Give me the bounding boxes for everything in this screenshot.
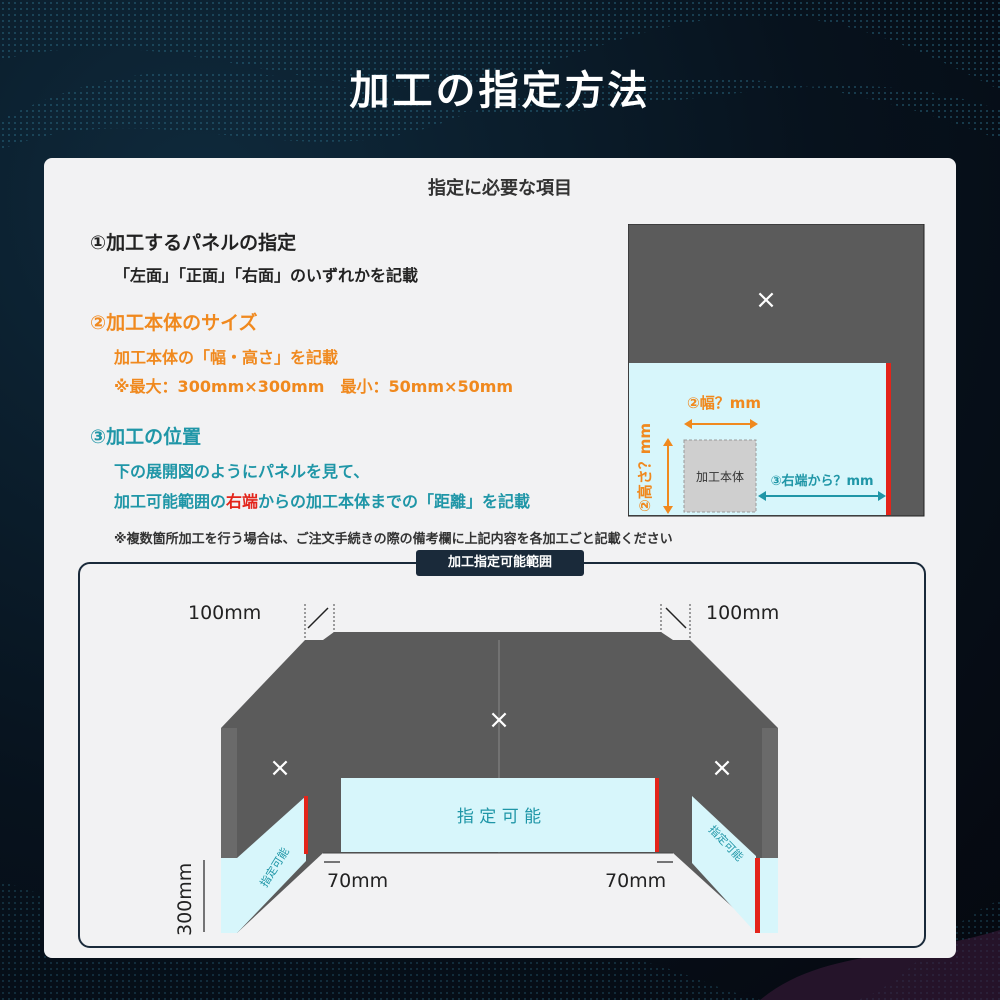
item3-text-2: 加工可能範囲の右端からの加工本体までの「距離」を記載: [114, 488, 530, 512]
front-right-edge-marker: [655, 778, 659, 852]
top-left-dim-arrow: [307, 607, 329, 629]
example-distance-arrowhead-left: [758, 491, 766, 501]
right-allowed-area: [692, 796, 756, 933]
front-allowed-label: 指 定 可 能: [457, 807, 541, 827]
example-body-label: 加工本体: [696, 470, 744, 484]
example-width-label: ②幅？mm: [687, 394, 761, 412]
front-allowed-area: [341, 778, 655, 852]
processing-range-label: 加工指定可能範囲: [416, 550, 584, 576]
example-diagram: × ②幅？mm 加工本体 ②高さ？mm ③右端から？mm: [628, 224, 925, 517]
top-left-dim-label: 100mm: [188, 602, 261, 624]
bottom-left-dim-label: 70mm: [327, 870, 388, 892]
example-x-mark: ×: [755, 285, 777, 315]
item3-text-2-red: 右端: [226, 492, 259, 511]
top-right-dim-arrow: [665, 607, 687, 629]
item2-text-1: 加工本体の「幅・高さ」を記載: [114, 348, 339, 367]
left-right-edge-marker: [304, 796, 308, 854]
left-x-mark: ×: [269, 753, 291, 783]
multiple-processing-note: ※複数箇所加工を行う場合は、ご注文手続きの際の備考欄に上記内容を各加工ごと記載く…: [114, 532, 673, 547]
item2-text-2: ※最大：300mm×300mm 最小：50mm×50mm: [114, 377, 514, 396]
item3-text-2b: からの加工本体までの「距離」を記載: [258, 492, 531, 511]
content-card: 指定に必要な項目 ①加工するパネルの指定 「左面」「正面」「右面」のいずれかを記…: [44, 158, 956, 958]
page-title: 加工の指定方法: [349, 68, 651, 114]
left-allowed-area: [237, 796, 306, 933]
example-width-arrowhead-left: [684, 419, 692, 429]
bottom-right-dim-label: 70mm: [605, 870, 666, 892]
item2-title: ②加工本体のサイズ: [90, 312, 258, 334]
item1-title: ①加工するパネルの指定: [90, 232, 297, 254]
example-body-box: [683, 439, 757, 513]
right-x-mark: ×: [711, 753, 733, 783]
right-right-edge-marker: [755, 858, 760, 933]
height-dim-label: 300mm: [174, 863, 196, 936]
example-height-arrowhead-bottom: [663, 506, 673, 514]
card-subtitle: 指定に必要な項目: [428, 178, 572, 199]
range-diagram: 100mm 100mm × 指定可能 × 指 定 可 能 × 指定可能 70m: [174, 602, 779, 936]
example-height-label: ②高さ？mm: [636, 423, 654, 512]
item3-text-2a: 加工可能範囲の: [114, 492, 227, 511]
item3-text-1: 下の展開図のようにパネルを見て、: [114, 462, 370, 481]
example-right-edge: [886, 363, 891, 515]
example-height-arrowhead-top: [663, 438, 673, 446]
example-width-arrowhead-right: [750, 419, 758, 429]
top-right-dim-label: 100mm: [706, 602, 779, 624]
right-allowed-edge: [760, 858, 778, 933]
example-allowed-area: [629, 363, 889, 515]
left-allowed-edge: [221, 858, 237, 933]
item3-title: ③加工の位置: [90, 426, 202, 448]
item1-text: 「左面」「正面」「右面」のいずれかを記載: [114, 266, 419, 285]
example-distance-arrowhead-right: [878, 491, 886, 501]
example-distance-label: ③右端から？mm: [770, 473, 873, 489]
front-x-mark: ×: [488, 705, 510, 735]
